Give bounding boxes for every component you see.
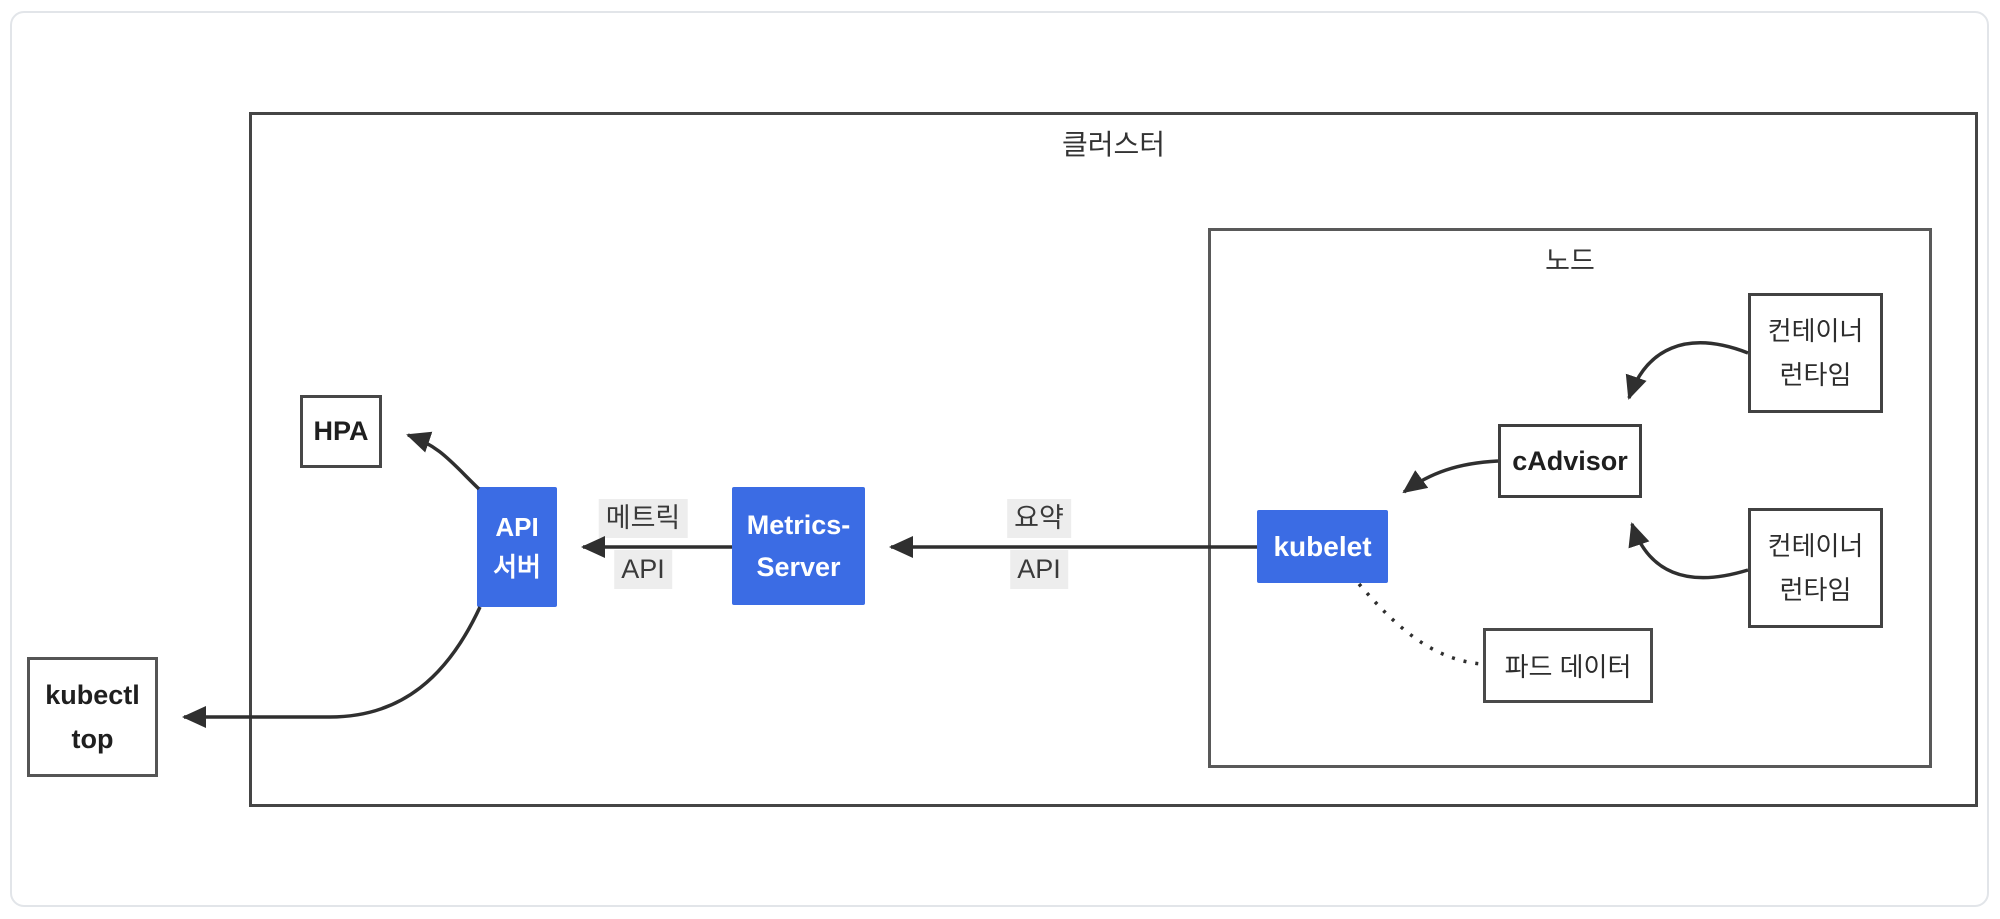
container-runtime-box-bottom: 컨테이너 런타임: [1748, 508, 1883, 628]
api-server-label-line1: API: [495, 512, 539, 542]
node-boundary: [1208, 228, 1932, 768]
pod-data-box: 파드 데이터: [1483, 628, 1653, 703]
api-server-label-line2: 서버: [493, 552, 541, 582]
container-runtime-box-top: 컨테이너 런타임: [1748, 293, 1883, 413]
pod-data-label: 파드 데이터: [1504, 652, 1632, 682]
summary-api-label-line2: API: [1010, 550, 1068, 589]
metrics-server-box: Metrics- Server: [732, 487, 865, 605]
kubectl-top-box: kubectl top: [27, 657, 158, 777]
cluster-boundary: [249, 112, 1978, 807]
metrics-server-label-line1: Metrics-: [746, 510, 851, 540]
hpa-label: HPA: [313, 416, 369, 446]
node-title: 노드: [1545, 246, 1595, 276]
container-runtime-top-line2: 런타임: [1779, 360, 1852, 390]
cadvisor-label: cAdvisor: [1512, 445, 1628, 476]
kubectl-top-label-line1: kubectl: [45, 680, 140, 710]
container-runtime-bottom-line2: 런타임: [1779, 575, 1852, 605]
api-server-box: API 서버: [477, 487, 557, 607]
metrics-server-label-line2: Server: [756, 552, 841, 582]
kubelet-box: kubelet: [1257, 510, 1388, 583]
kubelet-label: kubelet: [1273, 530, 1372, 562]
metrics-api-label-line1: 메트릭: [598, 499, 688, 538]
hpa-box: HPA: [300, 395, 382, 468]
cluster-title: 클러스터: [1061, 129, 1166, 160]
summary-api-label-line1: 요약: [1007, 499, 1071, 538]
container-runtime-bottom-line1: 컨테이너: [1767, 531, 1864, 561]
cadvisor-box: cAdvisor: [1498, 424, 1642, 498]
kubectl-top-label-line2: top: [71, 724, 114, 754]
metrics-api-label-line2: API: [614, 550, 672, 589]
container-runtime-top-line1: 컨테이너: [1767, 316, 1864, 346]
